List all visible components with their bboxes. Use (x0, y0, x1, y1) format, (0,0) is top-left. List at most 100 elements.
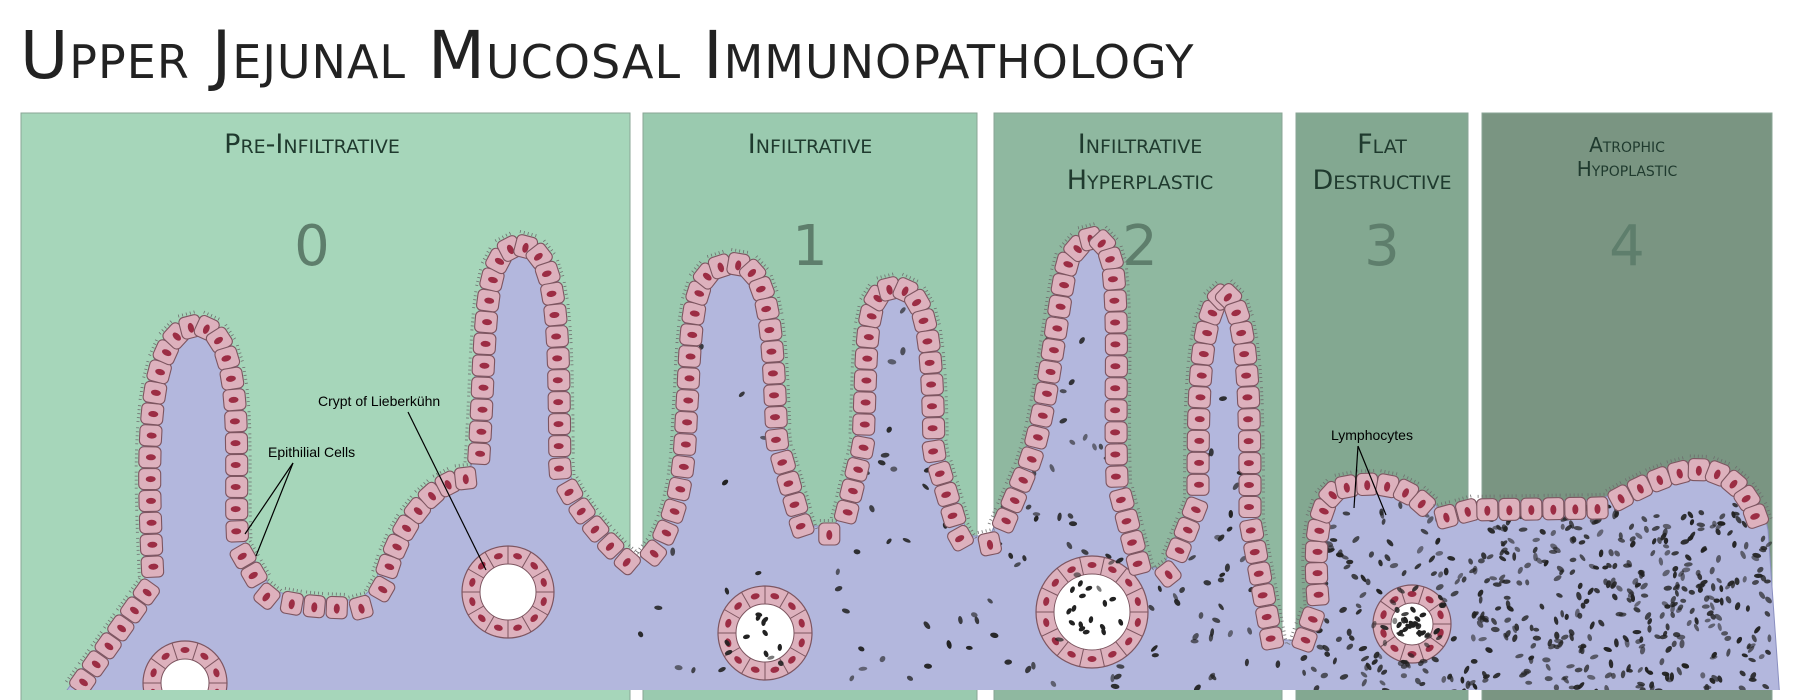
lymphocyte (738, 391, 745, 398)
lymphocyte (1057, 512, 1062, 522)
lymphocyte (767, 655, 775, 660)
lymphocyte (887, 359, 897, 365)
lymphocyte (1232, 482, 1240, 490)
lymphocyte (1049, 464, 1055, 473)
lymphocyte (1300, 655, 1308, 661)
epithelial-cell (1334, 470, 1359, 500)
lymphocyte (1014, 562, 1021, 568)
lymphocyte (1583, 664, 1590, 673)
lymphocyte (1376, 588, 1383, 595)
epithelial-cell (1255, 604, 1284, 629)
lymphocyte (1530, 642, 1537, 649)
lymphocyte (1592, 565, 1600, 570)
lymphocyte (1693, 624, 1700, 632)
lymphocyte (654, 605, 663, 611)
epithelial-cell (1476, 494, 1499, 522)
lymphocyte (1577, 682, 1585, 690)
lymphocyte (1661, 671, 1670, 677)
lymphocyte (755, 571, 762, 576)
epithelial-cell (1104, 377, 1132, 400)
lymphocyte (1069, 439, 1076, 445)
lymphocyte (1115, 557, 1124, 564)
lymphocyte (1477, 589, 1484, 597)
lymphocyte (1322, 644, 1330, 652)
lymphocyte (1485, 647, 1493, 653)
lymphocyte (1541, 559, 1549, 564)
epithelial-cell (1183, 407, 1211, 431)
epithelial-cell (613, 544, 643, 576)
lymphocyte (1703, 595, 1710, 602)
lymphocyte (1626, 664, 1631, 673)
lymphocyte (1392, 617, 1398, 625)
lymphocyte (1427, 516, 1434, 524)
epithelial-cell (1236, 386, 1264, 409)
lymphocyte (1492, 672, 1501, 679)
lymphocyte (1561, 634, 1569, 640)
lymphocyte (1604, 684, 1610, 690)
epithelial-cell (1185, 364, 1213, 387)
lymphocyte (1506, 605, 1514, 612)
epithelial-cell (225, 520, 253, 543)
epithelial-cell (666, 455, 696, 479)
epithelial-cell (1161, 537, 1192, 564)
lymphocyte (724, 650, 733, 656)
lymphocyte (1514, 623, 1520, 631)
lymphocyte (1433, 627, 1440, 635)
epithelial-cell (840, 457, 870, 482)
lymphocyte (958, 616, 963, 625)
lymphocyte (1548, 643, 1556, 650)
lymphocyte (1664, 550, 1671, 556)
lymphocyte (1639, 687, 1646, 690)
lymphocyte (1764, 579, 1771, 584)
epithelial-cell (764, 405, 792, 429)
lymphocyte (1507, 537, 1515, 544)
lymphocyte (1033, 515, 1039, 522)
stage-number-2: 2 (1122, 214, 1158, 279)
lymphocyte (1633, 607, 1641, 613)
lymphocyte (1198, 612, 1204, 619)
lymphocyte (1435, 537, 1441, 545)
lymphocyte (1498, 574, 1506, 581)
epithelial-cell (222, 388, 251, 412)
epithelial-cell (467, 354, 496, 378)
epithelial-cell (1301, 540, 1329, 564)
lymphocyte (1217, 534, 1225, 542)
lymphocyte (1680, 513, 1687, 521)
lymphocyte (1359, 592, 1367, 598)
epithelial-cell (225, 475, 252, 499)
lymphocyte (1539, 529, 1546, 535)
lymphocyte (1524, 562, 1531, 569)
stage-number-3: 3 (1364, 214, 1400, 279)
epithelial-cell (135, 424, 163, 447)
lymphocyte (1574, 608, 1580, 618)
lymphocyte (1414, 563, 1422, 570)
epithelial-cell (706, 249, 734, 280)
lymphocyte (1695, 569, 1701, 576)
lymphocyte (1616, 585, 1623, 592)
lymphocyte (1711, 674, 1719, 682)
lymphocyte (1179, 587, 1185, 593)
lymphocyte (1472, 683, 1478, 690)
lymphocyte (1210, 628, 1215, 637)
epithelial-cell-layer (65, 222, 1773, 690)
lymphocyte (1172, 593, 1179, 601)
lymphocyte (1697, 527, 1705, 532)
epithelial-cell (240, 559, 271, 589)
epithelial-cell (548, 457, 576, 481)
epithelial-cell (1104, 443, 1132, 466)
lymphocyte (1679, 639, 1685, 649)
lymphocyte (1358, 645, 1368, 652)
lymphocyte (1618, 612, 1627, 617)
lymphocyte (674, 665, 683, 671)
lymphocyte (1757, 566, 1764, 573)
epithelial-cell (1013, 446, 1044, 472)
lymphocyte (1461, 576, 1467, 583)
lymphocyte (1386, 539, 1394, 547)
epithelial-cell (470, 310, 499, 334)
epithelial-cell (128, 577, 160, 606)
lymphocyte (1704, 683, 1710, 690)
epithelial-cell (1586, 492, 1609, 520)
epithelial-cell (921, 395, 949, 418)
lymphocyte (1765, 649, 1771, 655)
